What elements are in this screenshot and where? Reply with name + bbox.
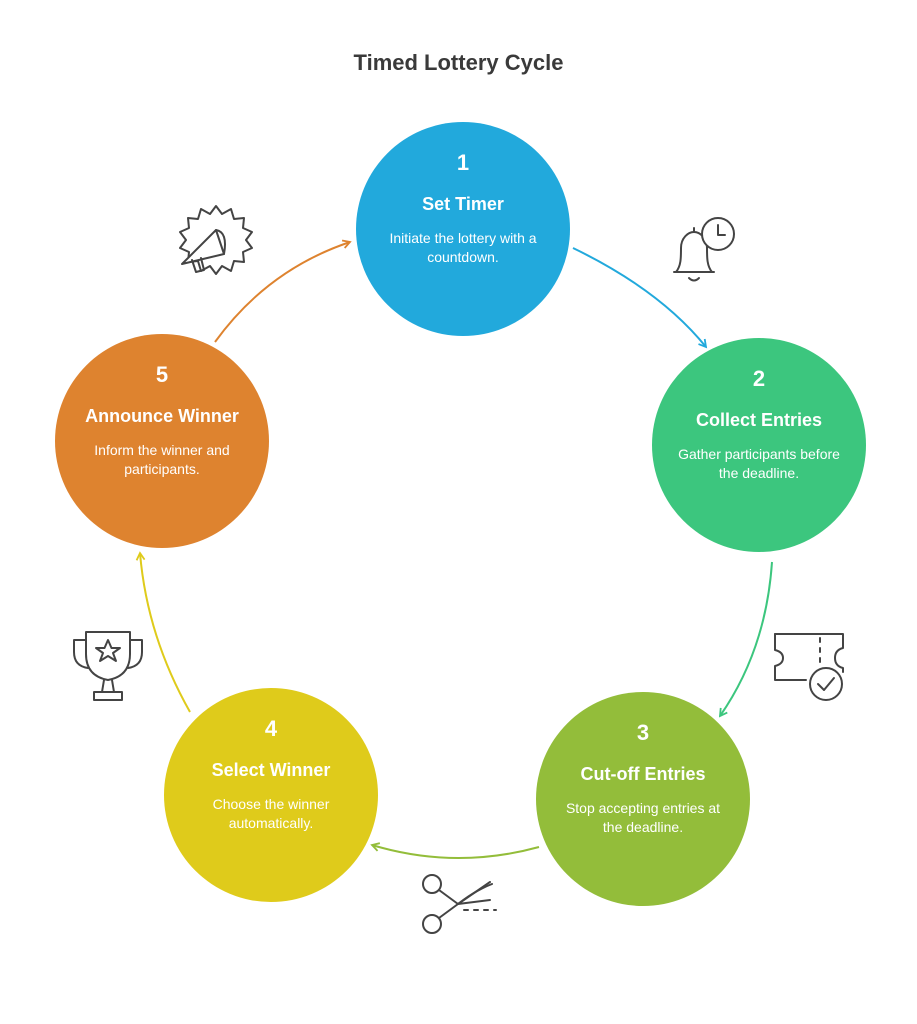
arrow-step4-to-step5 xyxy=(135,551,191,713)
scissors-icon xyxy=(422,874,497,934)
arrow-step2-to-step3 xyxy=(718,561,773,718)
step-description: Inform the winner and participants. xyxy=(94,442,230,477)
arrow-step1-to-step2 xyxy=(572,247,708,349)
step-5-circle: 5 Announce Winner Inform the winner and … xyxy=(55,334,269,548)
arrow-step5-to-step1 xyxy=(214,239,352,343)
step-number: 4 xyxy=(264,716,278,741)
step-title: Cut-off Entries xyxy=(580,764,706,784)
trophy-icon xyxy=(73,631,143,701)
step-title: Select Winner xyxy=(211,760,331,780)
diagram-title: Timed Lottery Cycle xyxy=(353,50,564,75)
bell-clock-icon xyxy=(673,217,735,282)
step-1-circle: 1 Set Timer Initiate the lottery with a … xyxy=(356,122,570,336)
step-4-circle: 4 Select Winner Choose the winner automa… xyxy=(164,688,378,902)
step-description: Choose the winner automatically. xyxy=(212,796,330,831)
step-number: 3 xyxy=(636,720,650,745)
step-3-circle: 3 Cut-off Entries Stop accepting entries… xyxy=(536,692,750,906)
ticket-check-icon xyxy=(774,633,844,701)
step-number: 5 xyxy=(155,362,169,387)
step-description: Initiate the lottery with a countdown. xyxy=(389,230,537,265)
step-description: Stop accepting entries at the deadline. xyxy=(565,800,721,835)
step-title: Set Timer xyxy=(422,194,504,214)
step-number: 1 xyxy=(456,150,470,175)
step-title: Collect Entries xyxy=(695,410,823,430)
step-title: Announce Winner xyxy=(85,406,239,426)
arrow-step3-to-step4 xyxy=(370,842,540,859)
step-number: 2 xyxy=(752,366,766,391)
step-2-circle: 2 Collect Entries Gather participants be… xyxy=(652,338,866,552)
megaphone-icon xyxy=(179,205,253,275)
step-description: Gather participants before the deadline. xyxy=(678,446,840,481)
